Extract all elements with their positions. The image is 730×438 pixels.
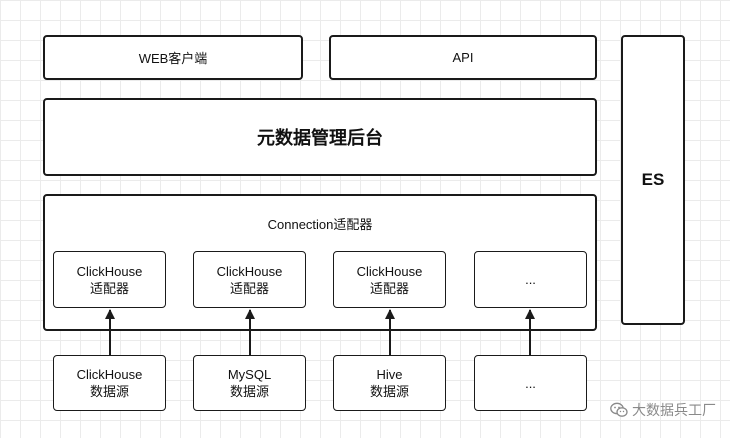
es-label: ES [641, 170, 665, 189]
adapter-box-clickhouse-1: ClickHouse 适配器 [53, 251, 166, 308]
source-box-more: ... [474, 355, 587, 411]
source-box-hive: Hive 数据源 [333, 355, 446, 411]
source-box-clickhouse: ClickHouse 数据源 [53, 355, 166, 411]
source-name: Hive [376, 367, 403, 382]
source-name: ... [525, 375, 536, 391]
metadata-backend-box: 元数据管理后台 [43, 98, 597, 176]
adapter-name: ClickHouse [356, 263, 423, 279]
adapter-name: ... [525, 272, 536, 287]
adapter-type: 适配器 [89, 280, 129, 296]
adapter-box-clickhouse-3: ClickHouse 适配器 [333, 251, 446, 308]
es-box: ES [621, 35, 685, 325]
web-client-box: WEB客户端 [43, 35, 303, 80]
api-box: API [329, 35, 597, 80]
adapter-name: ClickHouse [76, 263, 143, 279]
source-name: ClickHouse [76, 367, 143, 382]
metadata-backend-label: 元数据管理后台 [257, 128, 383, 148]
watermark: 大数据兵工厂 [610, 400, 716, 420]
source-box-mysql: MySQL 数据源 [193, 355, 306, 411]
connection-adapter-title: Connection适配器 [267, 217, 373, 232]
watermark-text: 大数据兵工厂 [632, 402, 716, 418]
source-type: 数据源 [89, 384, 129, 399]
adapter-box-more: ... [474, 251, 587, 308]
adapter-name: ClickHouse [216, 263, 283, 279]
source-type: 数据源 [229, 384, 269, 399]
adapter-box-clickhouse-2: ClickHouse 适配器 [193, 251, 306, 308]
source-name: MySQL [227, 367, 272, 382]
web-client-label: WEB客户端 [138, 51, 208, 66]
adapter-type: 适配器 [229, 280, 269, 296]
wechat-icon [610, 402, 628, 417]
adapter-type: 适配器 [369, 280, 409, 296]
api-label: API [452, 50, 474, 65]
source-type: 数据源 [369, 384, 409, 399]
